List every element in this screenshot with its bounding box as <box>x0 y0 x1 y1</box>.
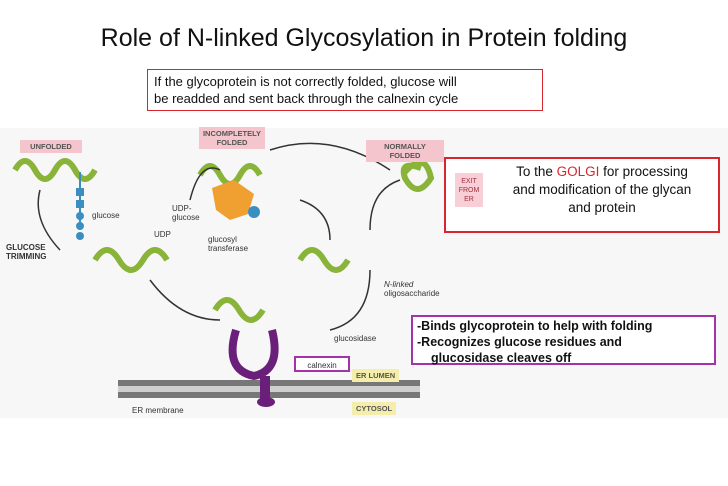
calnexin-note-line-3: glucosidase cleaves off <box>431 351 572 365</box>
glycan-unfolded <box>76 172 84 240</box>
glucosyl-transferase-label: glucosyl transferase <box>208 235 248 253</box>
udp-glucose-line-1: UDP- <box>172 204 192 213</box>
glucosyl-line-2: transferase <box>208 244 249 253</box>
recycle-note-line-2: be readded and sent back through the cal… <box>154 91 459 106</box>
golgi-line-2: and modification of the glycan <box>512 182 692 197</box>
exit-from-er-badge: EXIT FROM ER <box>455 173 483 207</box>
folded-protein <box>400 159 435 192</box>
glucosyl-transferase-shape <box>212 180 254 220</box>
golgi-post: for processing <box>603 164 688 179</box>
glucose-label: glucose <box>92 211 120 220</box>
golgi-line-3: and protein <box>568 200 636 215</box>
cytosol-tag: CYTOSOL <box>352 402 397 415</box>
glucose-trimming-line-1: GLUCOSE <box>6 243 46 252</box>
recycle-note-line-1: If the glycoprotein is not correctly fol… <box>154 74 457 89</box>
calnexin-note-line-2: -Recognizes glucose residues and <box>417 335 622 349</box>
n-linked-label: N-linked oligosaccharide <box>384 280 440 298</box>
stage-incompletely-line-1: INCOMPLETELY <box>202 129 262 138</box>
trimmed-protein <box>92 247 170 273</box>
n-linked-line-1: N-linked <box>384 280 414 289</box>
udp-glucose-line-2: glucose <box>172 213 200 222</box>
glucose-trimming-label: GLUCOSE TRIMMING <box>6 243 46 261</box>
stage-normally-folded: NORMALLY FOLDED <box>366 140 444 162</box>
bound-protein <box>212 297 266 323</box>
stage-incompletely-folded: INCOMPLETELY FOLDED <box>199 127 265 149</box>
glucosidase-label: glucosidase <box>334 334 377 343</box>
calnexin-note-line-1: -Binds glycoprotein to help with folding <box>417 319 653 333</box>
golgi-note: EXIT FROM ER To the GOLGI for processing… <box>444 157 720 233</box>
udp-label: UDP <box>154 230 171 239</box>
golgi-pre: To the <box>516 164 553 179</box>
exit-line-1: EXIT <box>461 178 477 185</box>
er-lumen-tag: ER LUMEN <box>352 369 400 382</box>
calnexin-shape <box>228 328 279 381</box>
released-protein <box>297 247 351 273</box>
exit-line-2: FROM <box>458 187 480 194</box>
calnexin-label: calnexin <box>294 356 350 372</box>
er-membrane-label: ER membrane <box>132 406 184 415</box>
page-title: Role of N-linked Glycosylation in Protei… <box>100 24 628 52</box>
n-linked-line-2: oligosaccharide <box>384 289 440 298</box>
stage-unfolded: UNFOLDED <box>20 140 82 153</box>
cycle-arrows <box>37 142 401 331</box>
recycle-note: If the glycoprotein is not correctly fol… <box>147 69 543 111</box>
glucosyl-line-1: glucosyl <box>208 235 237 244</box>
calnexin-note: -Binds glycoprotein to help with folding… <box>411 315 716 365</box>
golgi-highlight: GOLGI <box>556 164 600 179</box>
glucose-trimming-line-2: TRIMMING <box>6 252 47 261</box>
udp-glucose-label: UDP- glucose <box>172 204 200 222</box>
golgi-text: To the GOLGI for processing and modifica… <box>488 163 716 217</box>
exit-line-3: ER <box>464 196 474 203</box>
stage-incompletely-line-2: FOLDED <box>216 138 248 147</box>
